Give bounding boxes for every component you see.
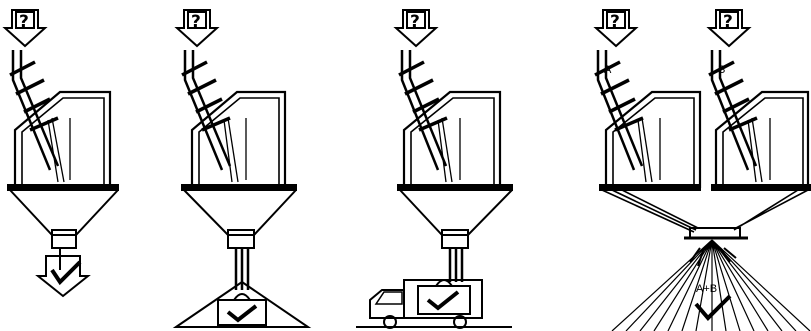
input-symbol: ? (19, 12, 29, 32)
screen-housing (15, 92, 110, 188)
input-label-b: B (718, 64, 725, 76)
panel-pile: ? (176, 10, 308, 327)
hopper (8, 185, 118, 270)
question-arrow-icon: ? (709, 10, 749, 46)
input-symbol-b: ? (723, 12, 733, 32)
hopper (398, 185, 512, 282)
input-symbol: ? (191, 12, 201, 32)
question-arrow-icon: ? (5, 10, 45, 46)
inclined-feeder (10, 50, 58, 170)
input-label-a: A (604, 64, 612, 76)
question-arrow-icon: ? (177, 10, 217, 46)
input-symbol: ? (410, 12, 420, 32)
hopper (182, 185, 296, 290)
panel-blend: ? ? A B (595, 10, 811, 331)
weight-icon (218, 294, 266, 325)
blend-hopper (600, 185, 811, 238)
question-arrow-icon: ? (596, 10, 636, 46)
screen-housing (404, 92, 500, 188)
question-arrow-icon: ? (396, 10, 436, 46)
screen-housing-b (716, 92, 808, 188)
inclined-feeder-a: A (595, 50, 643, 170)
panel-truck: ? (356, 10, 512, 328)
input-symbol-a: ? (610, 12, 620, 32)
panel-bin-outlet: ? (5, 10, 118, 296)
weight-icon (418, 280, 470, 314)
output-label-blend: A+B (696, 283, 717, 295)
inclined-feeder (399, 50, 447, 170)
checkmark-icon (38, 256, 88, 296)
inclined-feeder (182, 50, 230, 170)
